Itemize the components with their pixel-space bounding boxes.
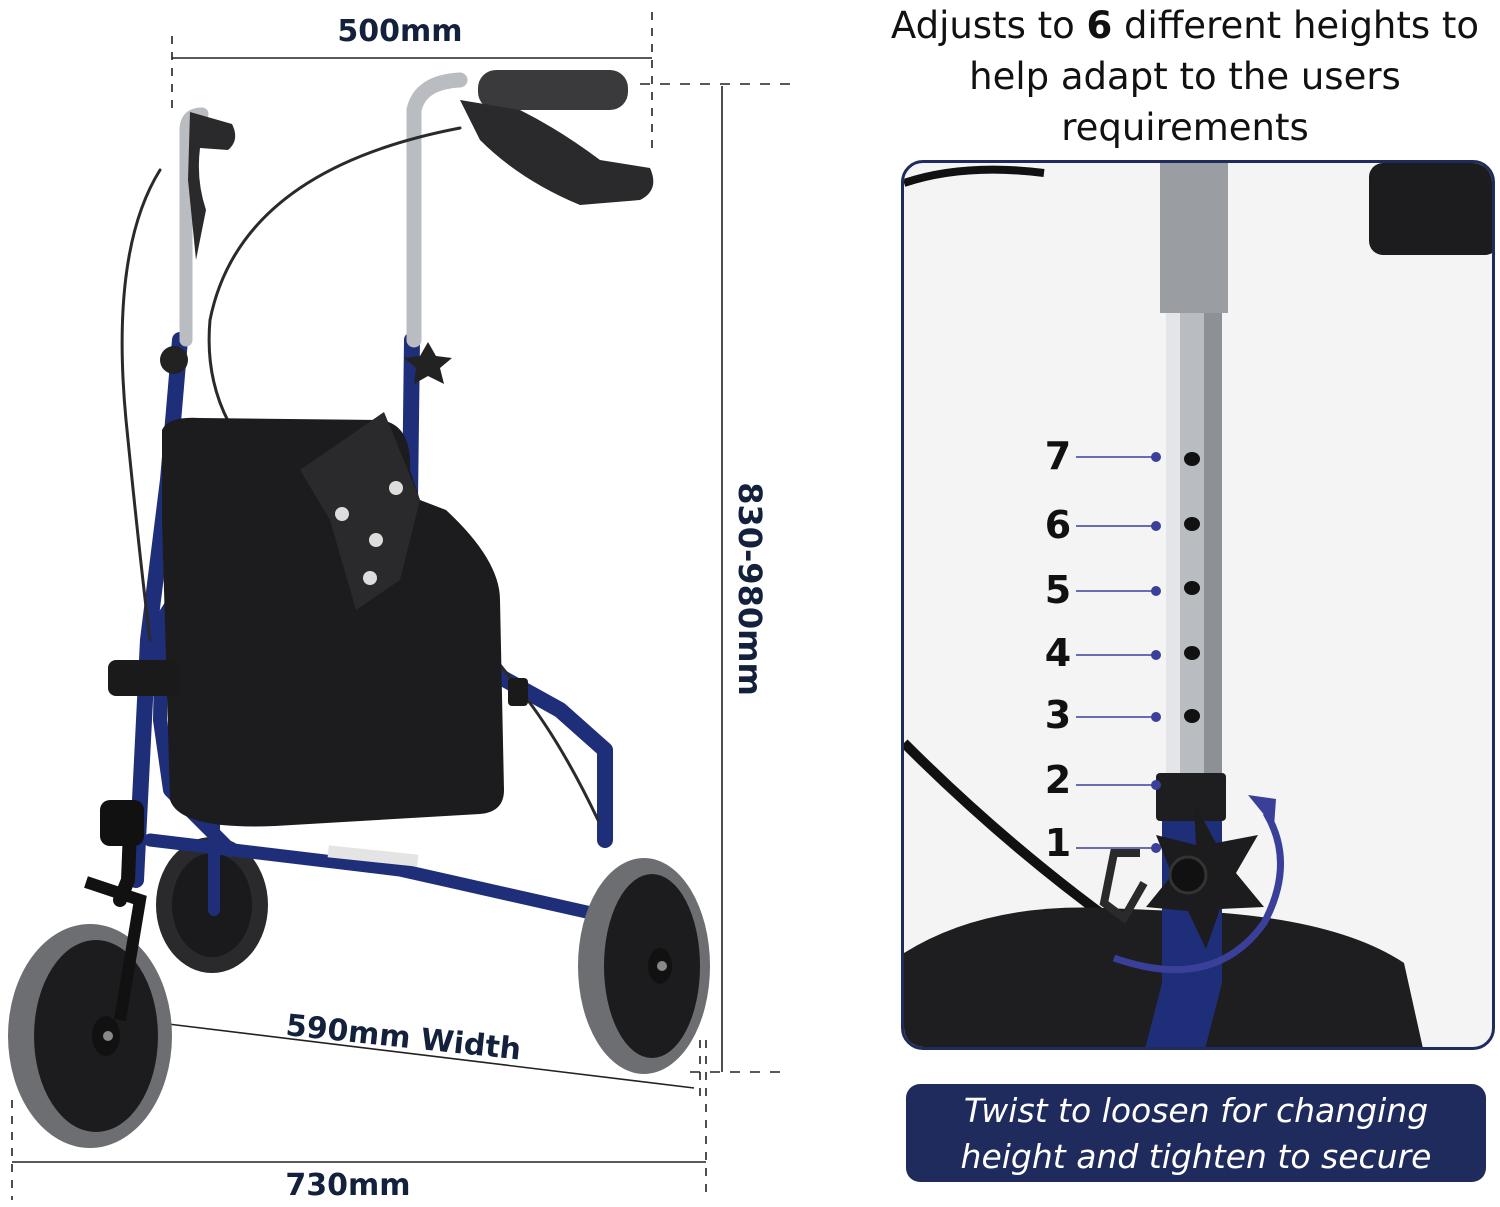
front-wheel xyxy=(8,800,172,1148)
height-position-7: 7 xyxy=(1044,434,1072,478)
top-width-guide xyxy=(171,12,653,150)
height-label: 830-980mm xyxy=(731,482,769,696)
height-position-5: 5 xyxy=(1044,568,1072,612)
walker-illustration xyxy=(8,12,790,1200)
curved-arrow-icon xyxy=(1112,811,1284,974)
caption-box: Twist to loosen for changing height and … xyxy=(906,1084,1486,1182)
shopping-bag xyxy=(108,412,528,827)
caption-text: Twist to loosen for changing height and … xyxy=(960,1091,1432,1176)
height-adjust-detail-panel xyxy=(901,160,1495,1050)
handle-grips xyxy=(188,70,654,260)
headline-prefix: Adjusts to xyxy=(890,4,1087,47)
adjustment-holes xyxy=(1184,452,1200,723)
position-leader-lines xyxy=(1076,456,1156,849)
height-position-3: 3 xyxy=(1044,693,1072,737)
height-adjust-closeup xyxy=(904,163,1492,1047)
length-guide xyxy=(11,1040,707,1200)
frame-label-plate xyxy=(327,845,419,867)
height-position-1: 1 xyxy=(1044,821,1072,865)
headline-suffix: different heights to help adapt to the u… xyxy=(969,4,1480,149)
position-dots xyxy=(1151,452,1161,853)
rear-right-wheel xyxy=(578,858,710,1074)
headline-count: 6 xyxy=(1086,4,1113,47)
height-guide xyxy=(640,83,790,1073)
headline: Adjusts to 6 different heights to help a… xyxy=(880,0,1490,153)
base-width-guide xyxy=(167,1023,701,1100)
top-width-label: 500mm xyxy=(337,14,463,49)
height-position-4: 4 xyxy=(1044,631,1072,675)
height-knobs xyxy=(160,342,452,384)
length-label: 730mm xyxy=(285,1168,411,1203)
chrome-tube xyxy=(1160,163,1228,313)
hook xyxy=(1099,849,1148,924)
height-position-2: 2 xyxy=(1044,758,1072,802)
height-position-6: 6 xyxy=(1044,503,1072,547)
